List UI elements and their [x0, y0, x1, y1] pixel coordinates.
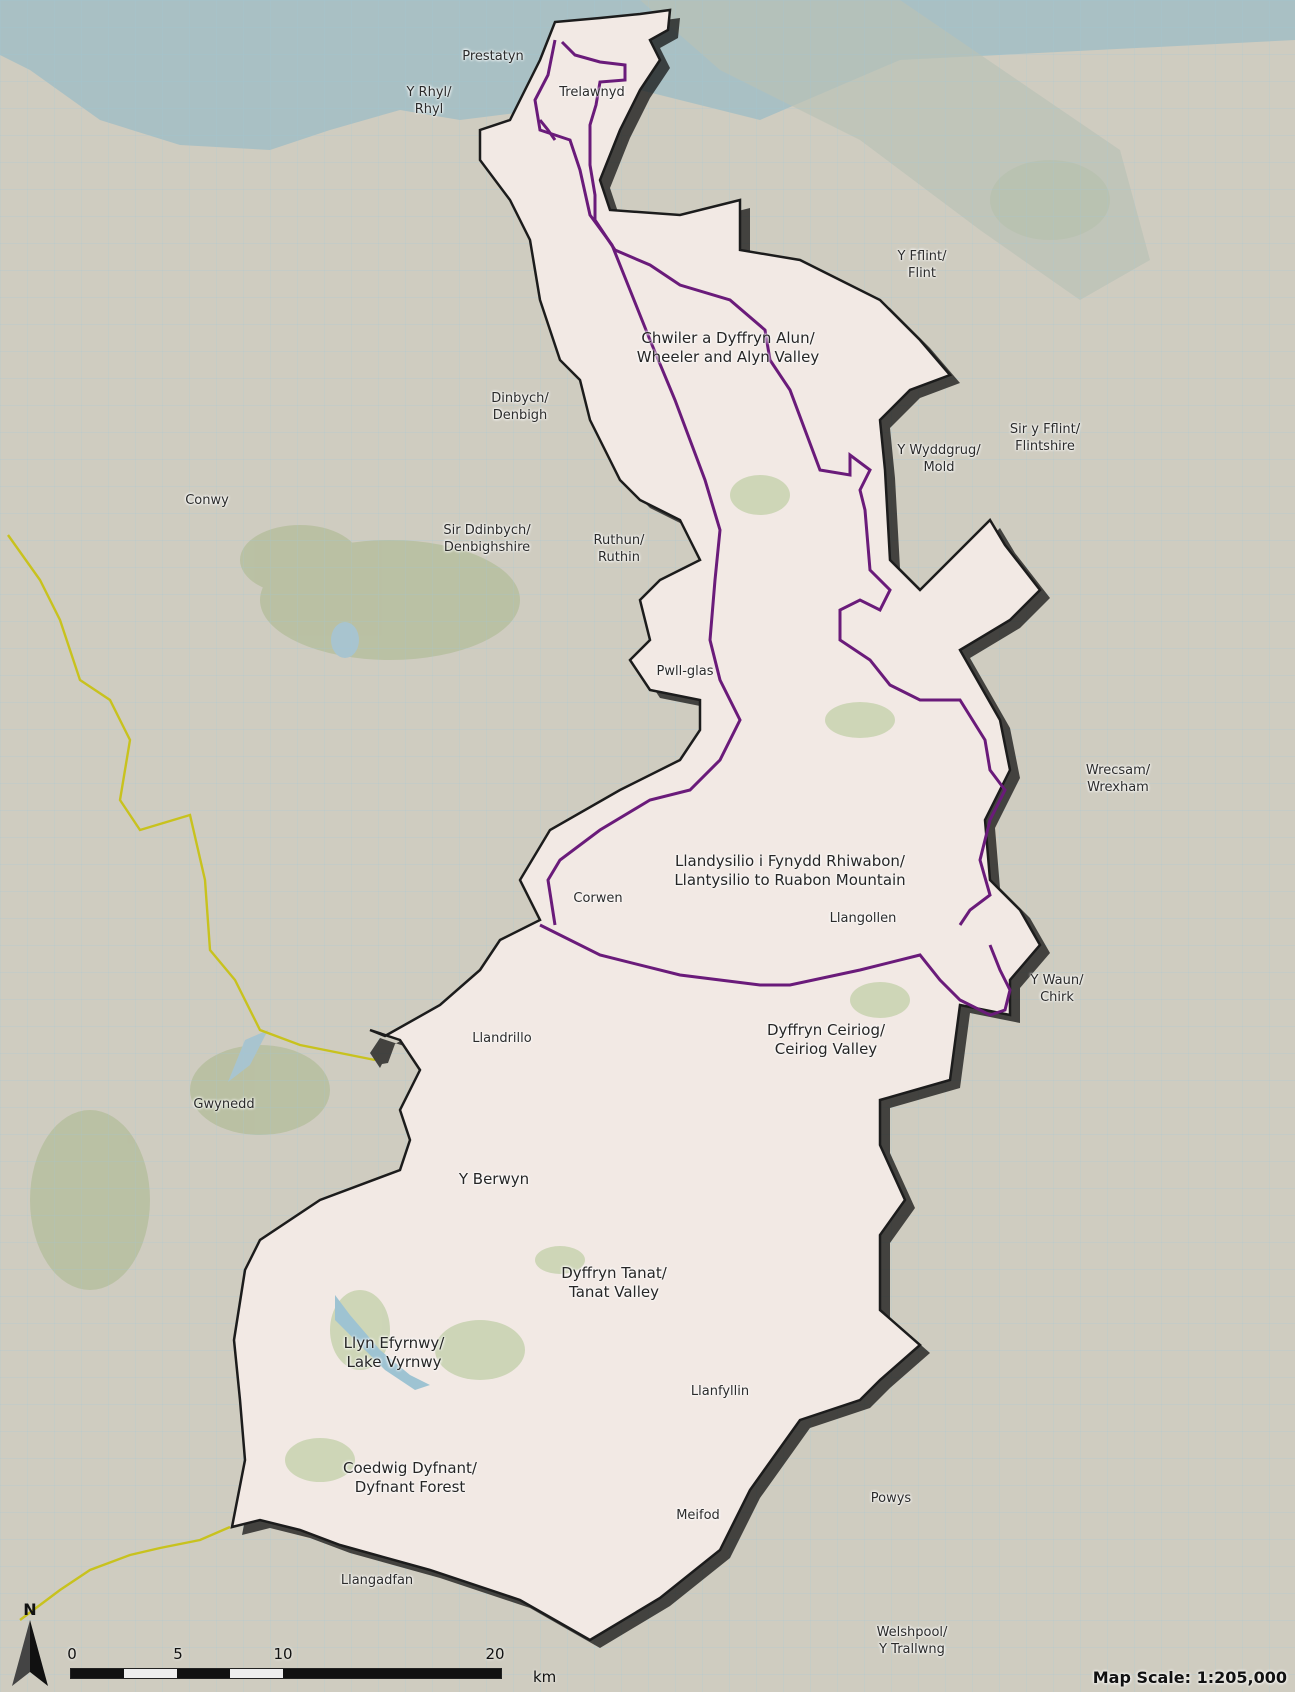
label-wrexham: Wrecsam/Wrexham [1086, 762, 1150, 796]
label-denbighshire-line1: Sir Ddinbych/ [443, 523, 531, 538]
label-ruthin: Ruthun/Ruthin [594, 532, 645, 566]
label-chwiler: Chwiler a Dyffryn Alun/Wheeler and Alyn … [637, 329, 819, 367]
label-dyfnant: Coedwig Dyfnant/Dyfnant Forest [343, 1459, 477, 1497]
label-dyfnant-line2: Dyfnant Forest [354, 1478, 466, 1496]
label-chirk: Y Waun/Chirk [1031, 972, 1084, 1006]
county-boundary [7, 534, 376, 1062]
label-denbighshire: Sir Ddinbych/Denbighshire [443, 522, 530, 556]
label-llandysilio-line2: Llantysilio to Ruabon Mountain [674, 871, 906, 889]
scale-tick-5: 5 [173, 1645, 183, 1663]
label-llangadfan: Llangadfan [340, 1573, 414, 1588]
label-vyrnwy-line2: Lake Vyrnwy [346, 1353, 442, 1371]
label-ceiriog: Dyffryn Ceiriog/Ceiriog Valley [767, 1021, 885, 1059]
label-powys: Powys [870, 1491, 912, 1506]
scale-unit: km [533, 1668, 557, 1686]
label-ceiriog-line2: Ceiriog Valley [774, 1040, 878, 1058]
label-wrexham-line1: Wrecsam/ [1085, 763, 1151, 778]
label-llandysilio-line1: Llandysilio i Fynydd Rhiwabon/ [675, 852, 905, 870]
label-flintshire: Sir y Fflint/Flintshire [1010, 421, 1080, 455]
label-berwyn: Y Berwyn [458, 1170, 530, 1188]
scale-seg [177, 1669, 230, 1678]
scale-seg [230, 1669, 283, 1678]
scale-tick-10: 10 [273, 1645, 293, 1663]
label-gwynedd: Gwynedd [193, 1097, 255, 1112]
scale-tick-20: 20 [485, 1645, 505, 1663]
scale-seg [71, 1669, 124, 1678]
label-corwen: Corwen [573, 891, 623, 906]
label-mold-line2: Mold [923, 460, 955, 475]
label-mold-line1: Y Wyddgrug/ [897, 443, 981, 458]
scale-seg [124, 1669, 177, 1678]
label-ceiriog-line1: Dyffryn Ceiriog/ [766, 1021, 886, 1039]
label-flintshire-line1: Sir y Fflint/ [1009, 422, 1081, 437]
label-flintshire-line2: Flintshire [1015, 439, 1075, 454]
landscape-boundary-wheeler-west [533, 39, 742, 926]
label-conwy: Conwy [185, 493, 229, 508]
scale-tick-0: 0 [67, 1645, 77, 1663]
county-boundary [19, 1525, 231, 1621]
label-meifod: Meifod [676, 1508, 720, 1523]
label-chwiler-line1: Chwiler a Dyffryn Alun/ [641, 329, 815, 347]
label-trelawnyd: Trelawnyd [559, 85, 625, 100]
label-welshpool-line2: Y Trallwng [879, 1642, 945, 1657]
landscape-boundary-north [538, 119, 557, 141]
label-vyrnwy: Llyn Efyrnwy/Lake Vyrnwy [344, 1334, 445, 1372]
scale-seg [283, 1669, 501, 1678]
label-rhyl-line1: Y Rhyl/ [406, 85, 452, 100]
label-pwllglas: Pwll-glas [656, 664, 714, 679]
label-chwiler-line2: Wheeler and Alyn Valley [636, 348, 820, 366]
label-denbighshire-line2: Denbighshire [443, 540, 531, 555]
label-prestatyn: Prestatyn [462, 49, 524, 64]
label-flint-line1: Y Fflint/ [897, 249, 947, 264]
label-welshpool: Welshpool/Y Trallwng [877, 1624, 948, 1658]
label-llanfyllin: Llanfyllin [690, 1384, 750, 1399]
label-wrexham-line2: Wrexham [1087, 780, 1149, 795]
landscape-boundary-wheeler [560, 40, 1007, 926]
label-chirk-line2: Chirk [1040, 990, 1074, 1005]
label-ruthin-line1: Ruthun/ [593, 533, 645, 548]
landscape-boundary-llandysilio [539, 923, 1012, 1017]
lake-vyrnwy [335, 1295, 430, 1390]
north-arrow-label: N [23, 1600, 37, 1619]
label-tanat-line2: Tanat Valley [569, 1283, 659, 1301]
scale-bar [70, 1668, 502, 1679]
map-scale-text: Map Scale: 1:205,000 [1092, 1668, 1287, 1687]
study-area[interactable] [230, 8, 1042, 1642]
label-denbigh: Dinbych/Denbigh [491, 390, 549, 424]
label-mold: Y Wyddgrug/Mold [897, 442, 980, 476]
label-rhyl-line2: Rhyl [414, 102, 444, 117]
label-tanat: Dyffryn Tanat/Tanat Valley [561, 1264, 667, 1302]
label-denbigh-line2: Denbigh [492, 408, 548, 423]
label-rhyl: Y Rhyl/Rhyl [406, 84, 451, 118]
north-arrow-icon [12, 1620, 48, 1686]
label-chirk-line1: Y Waun/ [1030, 973, 1084, 988]
label-tanat-line1: Dyffryn Tanat/ [561, 1264, 667, 1282]
label-vyrnwy-line1: Llyn Efyrnwy/ [343, 1334, 445, 1352]
label-dyfnant-line1: Coedwig Dyfnant/ [343, 1459, 477, 1477]
label-denbigh-line1: Dinbych/ [491, 391, 549, 406]
label-ruthin-line2: Ruthin [598, 550, 640, 565]
label-flint-line2: Flint [907, 266, 937, 281]
label-welshpool-line1: Welshpool/ [876, 1625, 948, 1640]
label-llangollen: Llangollen [829, 911, 897, 926]
label-flint: Y Fflint/Flint [897, 248, 946, 282]
label-llandrillo: Llandrillo [472, 1031, 532, 1046]
label-llandysilio: Llandysilio i Fynydd Rhiwabon/Llantysili… [674, 852, 905, 890]
